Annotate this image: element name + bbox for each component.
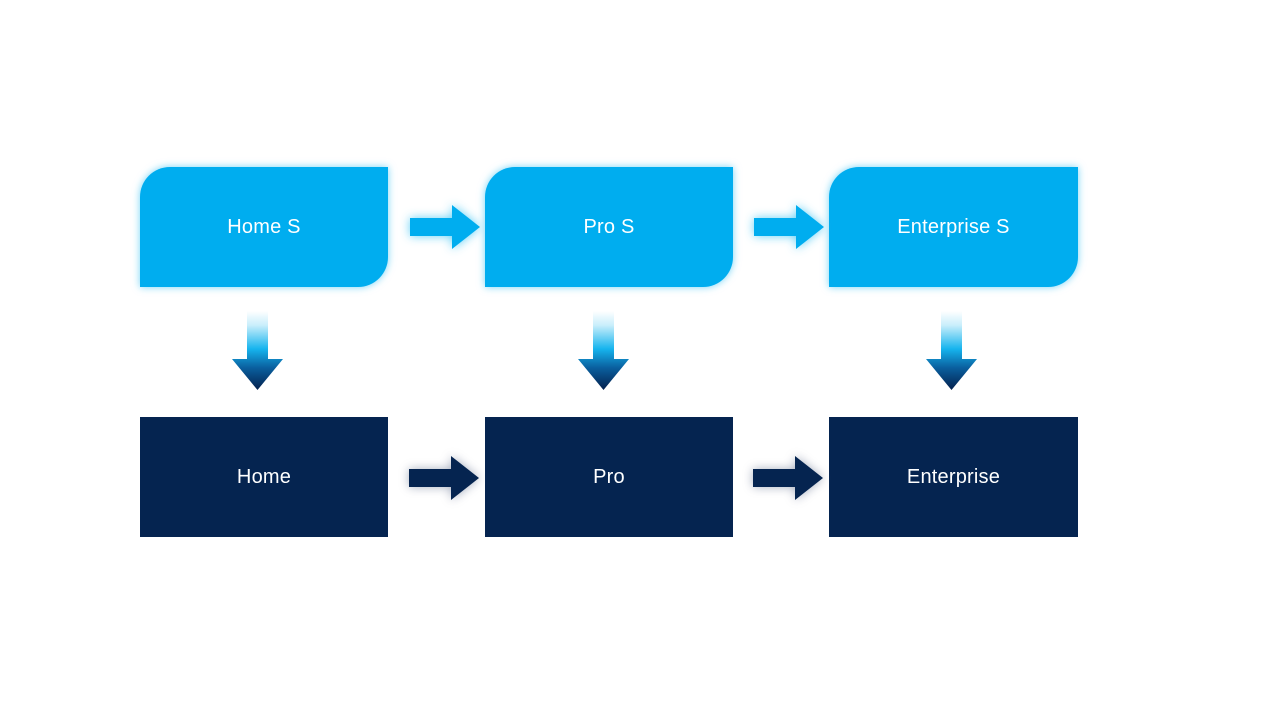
arrow-down-icon [231,311,284,391]
node-enterprise-s[interactable]: Enterprise S [829,167,1078,287]
arrow-right-icon [753,455,823,501]
node-label: Enterprise [906,466,1001,488]
node-pro-s[interactable]: Pro S [485,167,733,287]
node-pro[interactable]: Pro [485,417,733,537]
node-label: Home [236,466,292,488]
node-label: Enterprise S [897,216,1010,238]
arrow-down-icon [925,311,978,391]
arrow-right-icon [410,204,480,250]
node-label: Home S [227,216,301,238]
arrow-right-icon [754,204,824,250]
node-home-s[interactable]: Home S [140,167,388,287]
node-label: Pro S [583,216,635,238]
node-home[interactable]: Home [140,417,388,537]
arrow-down-icon [577,311,630,391]
arrow-right-icon [409,455,479,501]
node-label: Pro [593,466,625,488]
node-enterprise[interactable]: Enterprise [829,417,1078,537]
